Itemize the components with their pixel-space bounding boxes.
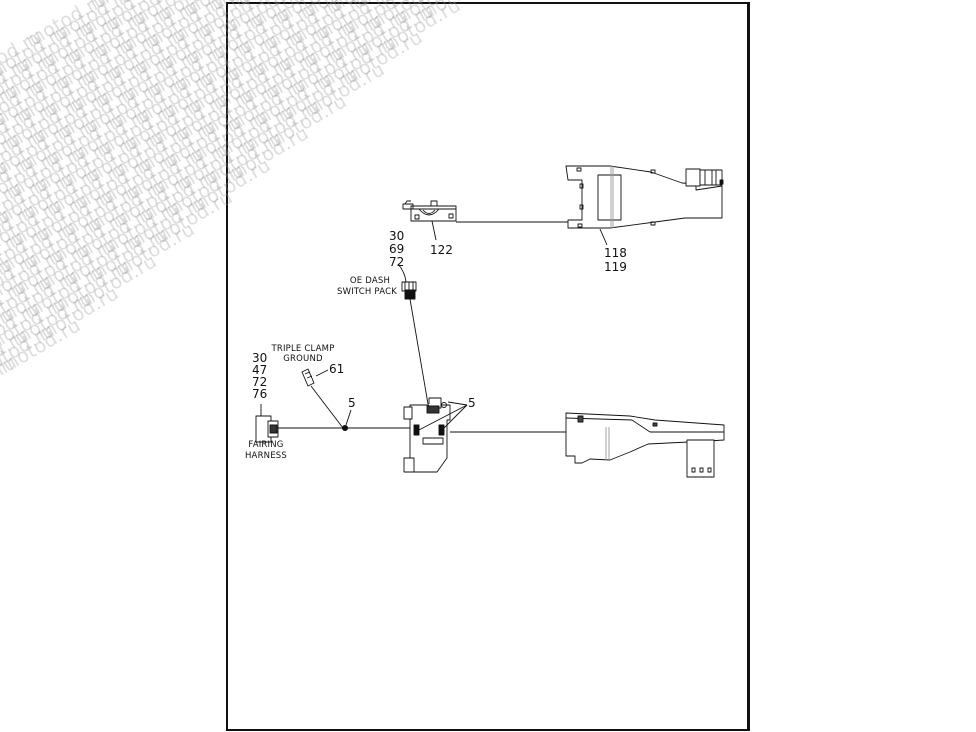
oe-dash-switch-pack-icon — [401, 281, 417, 300]
leader-122 — [431, 220, 437, 241]
fairing-harness-connector-icon — [255, 404, 279, 443]
ref-5-left: 5 — [348, 396, 356, 410]
caption-ground: GROUND — [283, 354, 323, 364]
caption-triple-clamp: TRIPLE CLAMP — [271, 344, 335, 354]
junction-box-icon — [403, 397, 451, 473]
ref-118: 118 — [604, 246, 627, 260]
lower-fairing-harness-icon — [565, 412, 725, 478]
leader-5-right-a — [416, 404, 468, 432]
upper-handlebar-harness-icon — [565, 165, 724, 229]
leader-switch-pack — [397, 263, 407, 283]
leader-118-119 — [599, 228, 608, 246]
caption-harness: HARNESS — [244, 451, 288, 461]
ref-119: 119 — [604, 260, 627, 274]
ref-61: 61 — [329, 362, 345, 376]
diagram-page-frame — [226, 2, 750, 731]
switch-housing-122-icon — [402, 200, 457, 222]
leader-61 — [315, 369, 329, 377]
leader-5-right-c — [447, 401, 468, 406]
ref-76-fairing: 76 — [252, 387, 268, 401]
ref-122: 122 — [430, 243, 453, 257]
ref-72-switch: 72 — [389, 255, 405, 269]
caption-oe-dash: OE DASH — [349, 276, 391, 286]
wire-switch-pack — [409, 298, 429, 405]
leader-5-right-b — [441, 404, 468, 431]
splice-5-left-icon — [341, 424, 349, 432]
ref-5-right: 5 — [468, 396, 476, 410]
triple-clamp-ground-terminal-icon — [301, 368, 315, 387]
ref-30-switch: 30 — [389, 229, 405, 243]
caption-switch-pack: SWITCH PACK — [337, 287, 397, 297]
caption-fairing: FAIRING — [248, 440, 284, 450]
ref-72-fairing: 72 — [252, 375, 268, 389]
ref-30-fairing: 30 — [252, 351, 268, 365]
wire-ground — [310, 385, 344, 429]
leader-5-left — [345, 409, 352, 426]
ref-47-fairing: 47 — [252, 363, 268, 377]
ref-69-switch: 69 — [389, 242, 405, 256]
